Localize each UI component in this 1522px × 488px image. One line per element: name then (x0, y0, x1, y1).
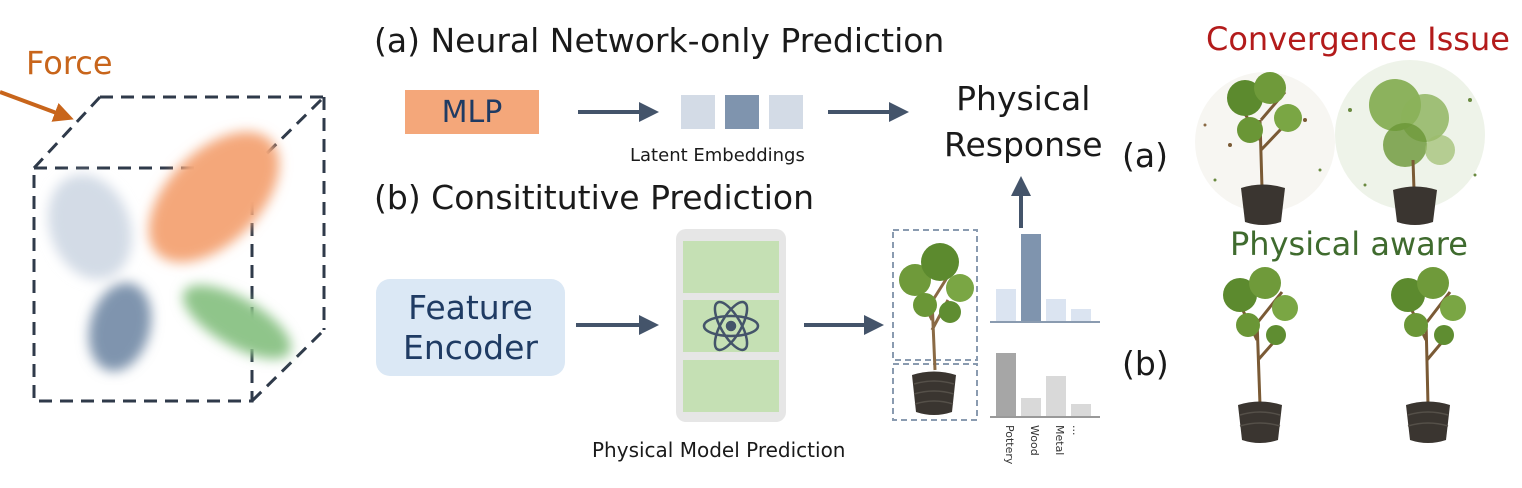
prob-chart-top (990, 234, 1100, 323)
physical-model-card (676, 229, 786, 422)
force-arrow (0, 90, 74, 122)
feature-encoder-box (376, 279, 565, 376)
latent-cell-2 (725, 95, 759, 129)
segmented-plant-image (899, 243, 974, 415)
prob-bar-bottom-2 (1021, 398, 1041, 416)
orange-gaussian (148, 131, 280, 263)
material-label-4: ... (1070, 425, 1083, 436)
render-a-right (1335, 60, 1485, 225)
panel-b-title: (b) Consititutive Prediction (374, 178, 815, 217)
latent-embeddings (681, 95, 803, 129)
latent-cell-1 (681, 95, 715, 129)
slate-gaussian (88, 282, 152, 372)
panel-a-title: (a) Neural Network-only Prediction (374, 21, 945, 60)
material-label-2: Wood (1028, 425, 1041, 456)
gaussian-blobs (48, 131, 292, 372)
material-labels: Pottery Wood Metal ... (1003, 425, 1083, 465)
green-gaussian (182, 285, 292, 359)
model-layer-3 (683, 360, 779, 412)
response-line-1: Physical (956, 79, 1091, 118)
encoder-line-1: Feature (408, 287, 533, 327)
feature-encoder-label: Feature Encoder (376, 279, 565, 376)
row-b-label: (b) (1122, 344, 1169, 383)
latent-embeddings-label: Latent Embeddings (630, 145, 805, 166)
force-label: Force (26, 44, 113, 82)
prob-chart-bottom (990, 353, 1100, 418)
gaussian-cube (32, 95, 326, 403)
material-label-3: Metal (1053, 425, 1066, 455)
render-a-left (1195, 72, 1335, 225)
row-a-label: (a) (1122, 136, 1168, 175)
prob-bar-bottom-4 (1071, 404, 1091, 416)
prob-bar-top-2 (1021, 234, 1041, 321)
light-gaussian (48, 174, 132, 280)
material-label-1: Pottery (1003, 425, 1016, 465)
prob-bar-top-3 (1046, 299, 1066, 321)
model-layer-1 (683, 241, 779, 293)
mlp-label: MLP (441, 94, 503, 130)
response-line-2: Response (944, 125, 1103, 164)
prob-bar-top-1 (996, 289, 1016, 321)
prob-bar-top-4 (1071, 309, 1091, 321)
render-b-right (1391, 267, 1466, 443)
encoder-line-2: Encoder (403, 327, 538, 367)
mlp-box (405, 90, 539, 134)
latent-cell-3 (769, 95, 803, 129)
physical-response-label: Physical Response (944, 76, 1103, 168)
atom-icon (702, 300, 760, 352)
physical-aware-title: Physical aware (1230, 225, 1468, 263)
prob-bar-bottom-3 (1046, 376, 1066, 416)
prob-bar-bottom-1 (996, 353, 1016, 416)
convergence-issue-title: Convergence Issue (1206, 20, 1510, 58)
physical-model-prediction-label: Physical Model Prediction (592, 438, 846, 462)
render-b-left (1223, 267, 1298, 443)
